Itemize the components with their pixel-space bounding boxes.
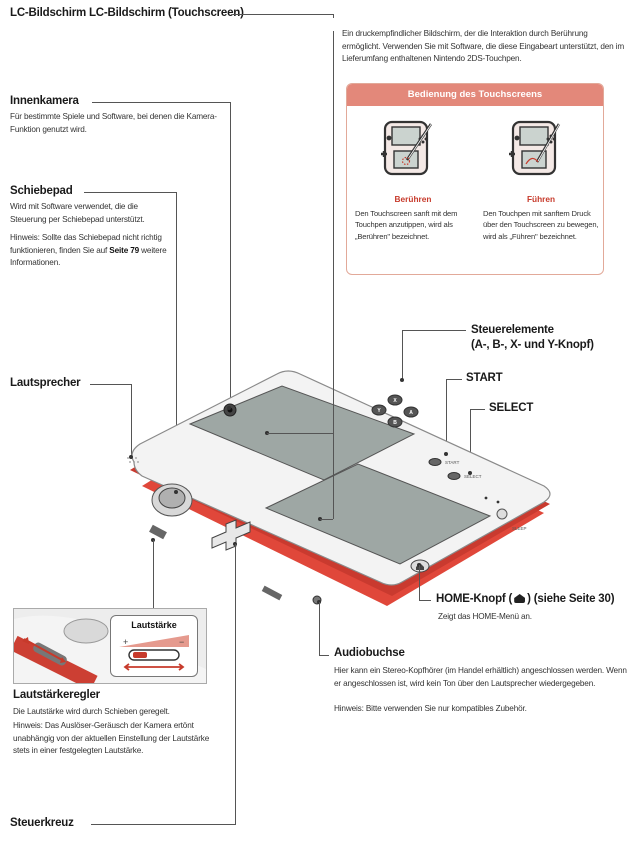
controls-heading: Steuerelemente [471, 324, 554, 336]
audio-leader-line [319, 655, 329, 656]
page-link[interactable]: Seite 79 [109, 245, 140, 255]
controls-heading-sub: (A-, B-, X- und Y-Knopf) [471, 339, 594, 351]
volume-description: Die Lautstärke wird durch Schieben gereg… [13, 707, 170, 716]
dpad-heading: Steuerkreuz [10, 817, 74, 829]
circle-pad-description: Wird mit Software verwendet, die die Ste… [10, 202, 145, 224]
start-marker [444, 452, 448, 456]
touchscreen-leader-line [320, 519, 333, 520]
inner-camera-leader-line [92, 102, 230, 103]
touch-illustration [381, 120, 433, 176]
controls-leader-line [402, 330, 403, 380]
top-screen-leader-line [267, 433, 333, 434]
svg-text:−: − [179, 637, 184, 647]
touchscreen-leader-line [233, 14, 333, 15]
touchscreen-heading: LC-Bildschirm LC-Bildschirm (Touchscreen… [10, 7, 244, 19]
home-heading: HOME-Knopf () (siehe Seite 30) [436, 593, 615, 605]
dpad-leader-line [235, 544, 236, 824]
home-description: Zeigt das HOME-Menü an. [438, 612, 532, 621]
circle-pad-marker [174, 490, 178, 494]
a-button-label: A [409, 410, 413, 416]
home-leader-line [419, 600, 431, 601]
home-leader-line [419, 565, 420, 600]
controls-marker [400, 378, 404, 382]
select-leader-line [470, 409, 471, 473]
volume-leader-line [153, 540, 154, 610]
start-heading: START [466, 372, 503, 384]
select-marker [468, 471, 472, 475]
touch-label: Berühren [394, 194, 432, 204]
volume-heading: Lautstärkeregler [13, 689, 100, 701]
circle-pad-leader-line [176, 192, 177, 492]
circle-pad-note: Hinweis: Sollte das Schiebepad nicht ric… [10, 233, 167, 268]
circle-pad-leader-line [84, 192, 176, 193]
select-leader-line [470, 409, 485, 410]
start-leader-line [446, 379, 462, 380]
home-icon [514, 594, 526, 603]
volume-scale-icon: + − [119, 635, 189, 671]
volume-callout-label: Lautstärke [131, 620, 177, 630]
speaker-leader-line [90, 384, 131, 385]
audio-heading: Audiobuchse [334, 647, 405, 659]
touchscreen-tips-panel: Bedienung des Touchscreens Berühren Den … [346, 83, 604, 275]
tips-title: Bedienung des Touchscreens [347, 84, 603, 106]
audio-description: Hier kann ein Stereo-Kopfhörer (im Hande… [334, 666, 627, 688]
volume-callout: Lautstärke + − [110, 615, 198, 677]
select-label: SELECT [464, 474, 482, 479]
inner-camera-leader-line [230, 102, 231, 408]
circle-pad-heading: Schiebepad [10, 185, 73, 197]
audio-note: Hinweis: Bitte verwenden Sie nur kompati… [334, 704, 527, 713]
svg-text:+: + [123, 637, 128, 647]
inner-camera-description: Für bestimmte Spiele und Software, bei d… [10, 112, 217, 134]
speaker-heading: Lautsprecher [10, 377, 81, 389]
touch-text: Den Touchscreen sanft mit dem Touchpen a… [355, 209, 458, 241]
y-button-label: Y [377, 408, 381, 414]
volume-inset: Lautstärke + − [13, 608, 207, 684]
dpad-leader-line [91, 824, 236, 825]
speaker-marker [129, 455, 133, 459]
x-button-label: X [393, 398, 397, 404]
speaker-leader-line [131, 384, 132, 456]
start-leader-line [446, 379, 447, 454]
audio-leader-line [319, 602, 320, 655]
start-label: START [445, 460, 460, 465]
slide-text: Den Touchpen mit sanftem Druck über den … [483, 209, 599, 241]
camera-marker [227, 406, 231, 410]
select-heading: SELECT [489, 402, 534, 414]
touchscreen-description: Ein druckempfindlicher Bildschirm, der d… [342, 29, 624, 64]
sleep-label: SLEEP [512, 526, 527, 531]
volume-note: Hinweis: Das Auslöser-Geräusch der Kamer… [13, 721, 210, 756]
slide-label: Führen [526, 194, 556, 204]
controls-leader-line [402, 330, 466, 331]
slide-illustration [509, 120, 561, 176]
b-button-label: B [393, 420, 397, 426]
inner-camera-heading: Innenkamera [10, 95, 79, 107]
nintendo-2ds-illustration: X Y A B START SELECT SLEEP [127, 370, 551, 606]
touchscreen-leader-line [333, 42, 334, 519]
